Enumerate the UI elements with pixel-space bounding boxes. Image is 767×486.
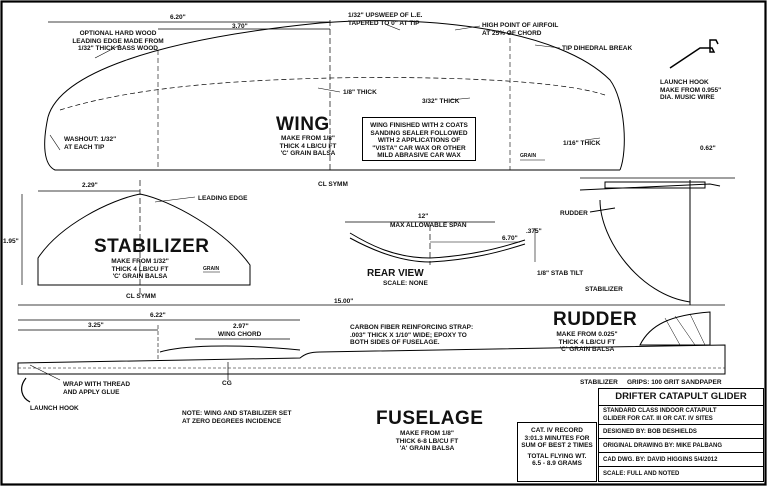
stabilizer-outline (21, 180, 251, 295)
stab-grain-label: GRAIN (203, 266, 220, 272)
rear-rudder-label: RUDDER (560, 210, 588, 217)
fuselage-drawing (17, 304, 726, 403)
fuselage-title: FUSELAGE (376, 408, 484, 429)
wing-thick-1-8: 1/8" THICK (343, 89, 377, 96)
fuse-grips-label: GRIPS: 100 GRIT SANDPAPER (627, 379, 722, 386)
wing-dim-6-20: 6.20" (170, 14, 186, 21)
wing-upsweep-note: 1/32" UPSWEEP OF L.E.TAPERED TO 0" AT TI… (348, 12, 423, 27)
fuse-stabilizer-label: STABILIZER (580, 379, 618, 386)
rear-view-scale: SCALE: NONE (383, 280, 428, 287)
rear-stab-tilt: 1/8" STAB TILT (537, 270, 584, 277)
wing-title: WING (276, 114, 330, 135)
wing-dim-3-70: 3.70" (232, 23, 248, 30)
fuse-wing-chord: WING CHORD (218, 331, 262, 338)
rudder-material-note: MAKE FROM 0.025"THICK 4 LB/CU FT'C' GRAI… (556, 331, 618, 353)
tail-side-drawing (579, 177, 735, 305)
rear-dim-0-62: 0.62" (700, 145, 716, 152)
title-block-designed: DESIGNED BY: BOB DESHIELDS (599, 426, 763, 439)
fuse-carbon-note: CARBON FIBER REINFORCING STRAP:.003" THI… (350, 324, 474, 346)
stabilizer-title: STABILIZER (94, 236, 210, 257)
stab-material-note: MAKE FROM 1/32"THICK 4 LB/CU FT'C' GRAIN… (111, 258, 169, 280)
stab-dim-width: 2.29" (82, 182, 98, 189)
fuse-dim-6-22: 6.22" (150, 312, 166, 319)
title-block: DRIFTER CATAPULT GLIDER STANDARD CLASS I… (598, 388, 764, 482)
wing-dihedral-note: TIP DIHEDRAL BREAK (562, 45, 633, 52)
rear-dim-span: 12" (418, 213, 429, 220)
title-block-title: DRIFTER CATAPULT GLIDER (599, 389, 763, 406)
title-block-scale: SCALE: FULL AND NOTED (603, 471, 680, 477)
stab-leading-edge: LEADING EDGE (198, 195, 248, 202)
fuse-dim-2-97: 2.97" (233, 323, 249, 330)
wing-thick-3-32: 3/32" THICK (422, 98, 460, 105)
title-block-original: ORIGINAL DRAWING BY: MIKE PALBANG (599, 440, 763, 453)
rear-view-drawing (345, 221, 536, 265)
wing-washout-note: WASHOUT: 1/32"AT EACH TIP (64, 136, 117, 151)
stab-dim-height: 1.95" (3, 238, 19, 245)
wing-cl-symm: CL SYMM (318, 181, 348, 188)
fuse-material-note: MAKE FROM 1/8"THICK 6-8 LB/CU FT'A' GRAI… (395, 430, 459, 452)
fuse-cg: CG (222, 380, 232, 387)
wing-grain-label: GRAIN (520, 153, 537, 159)
rear-stabilizer-label: STABILIZER (585, 286, 623, 293)
wing-outline (44, 20, 625, 171)
rudder-title: RUDDER (553, 309, 638, 330)
wing-material-note: MAKE FROM 1/8"THICK 4 LB/CU FT'C' GRAIN … (279, 135, 337, 157)
wing-thick-1-16: 1/16" THICK (563, 140, 601, 147)
fuse-launch-hook: LAUNCH HOOK (30, 405, 79, 412)
fuse-dim-15: 15.00" (334, 298, 354, 305)
stab-cl-symm: CL SYMM (126, 293, 156, 300)
rear-dim-6-70: 6.70" (502, 235, 518, 242)
rear-dim-375: .375" (526, 228, 542, 235)
fuse-dim-3-25: 3.25" (88, 322, 104, 329)
rear-view-title: REAR VIEW (367, 268, 424, 279)
launch-hook-drawing (669, 39, 719, 69)
rear-span-label: MAX ALLOWABLE SPAN (390, 222, 467, 229)
title-block-cad: CAD DWG. BY: DAVID HIGGINS 5/4/2012 (599, 454, 763, 467)
